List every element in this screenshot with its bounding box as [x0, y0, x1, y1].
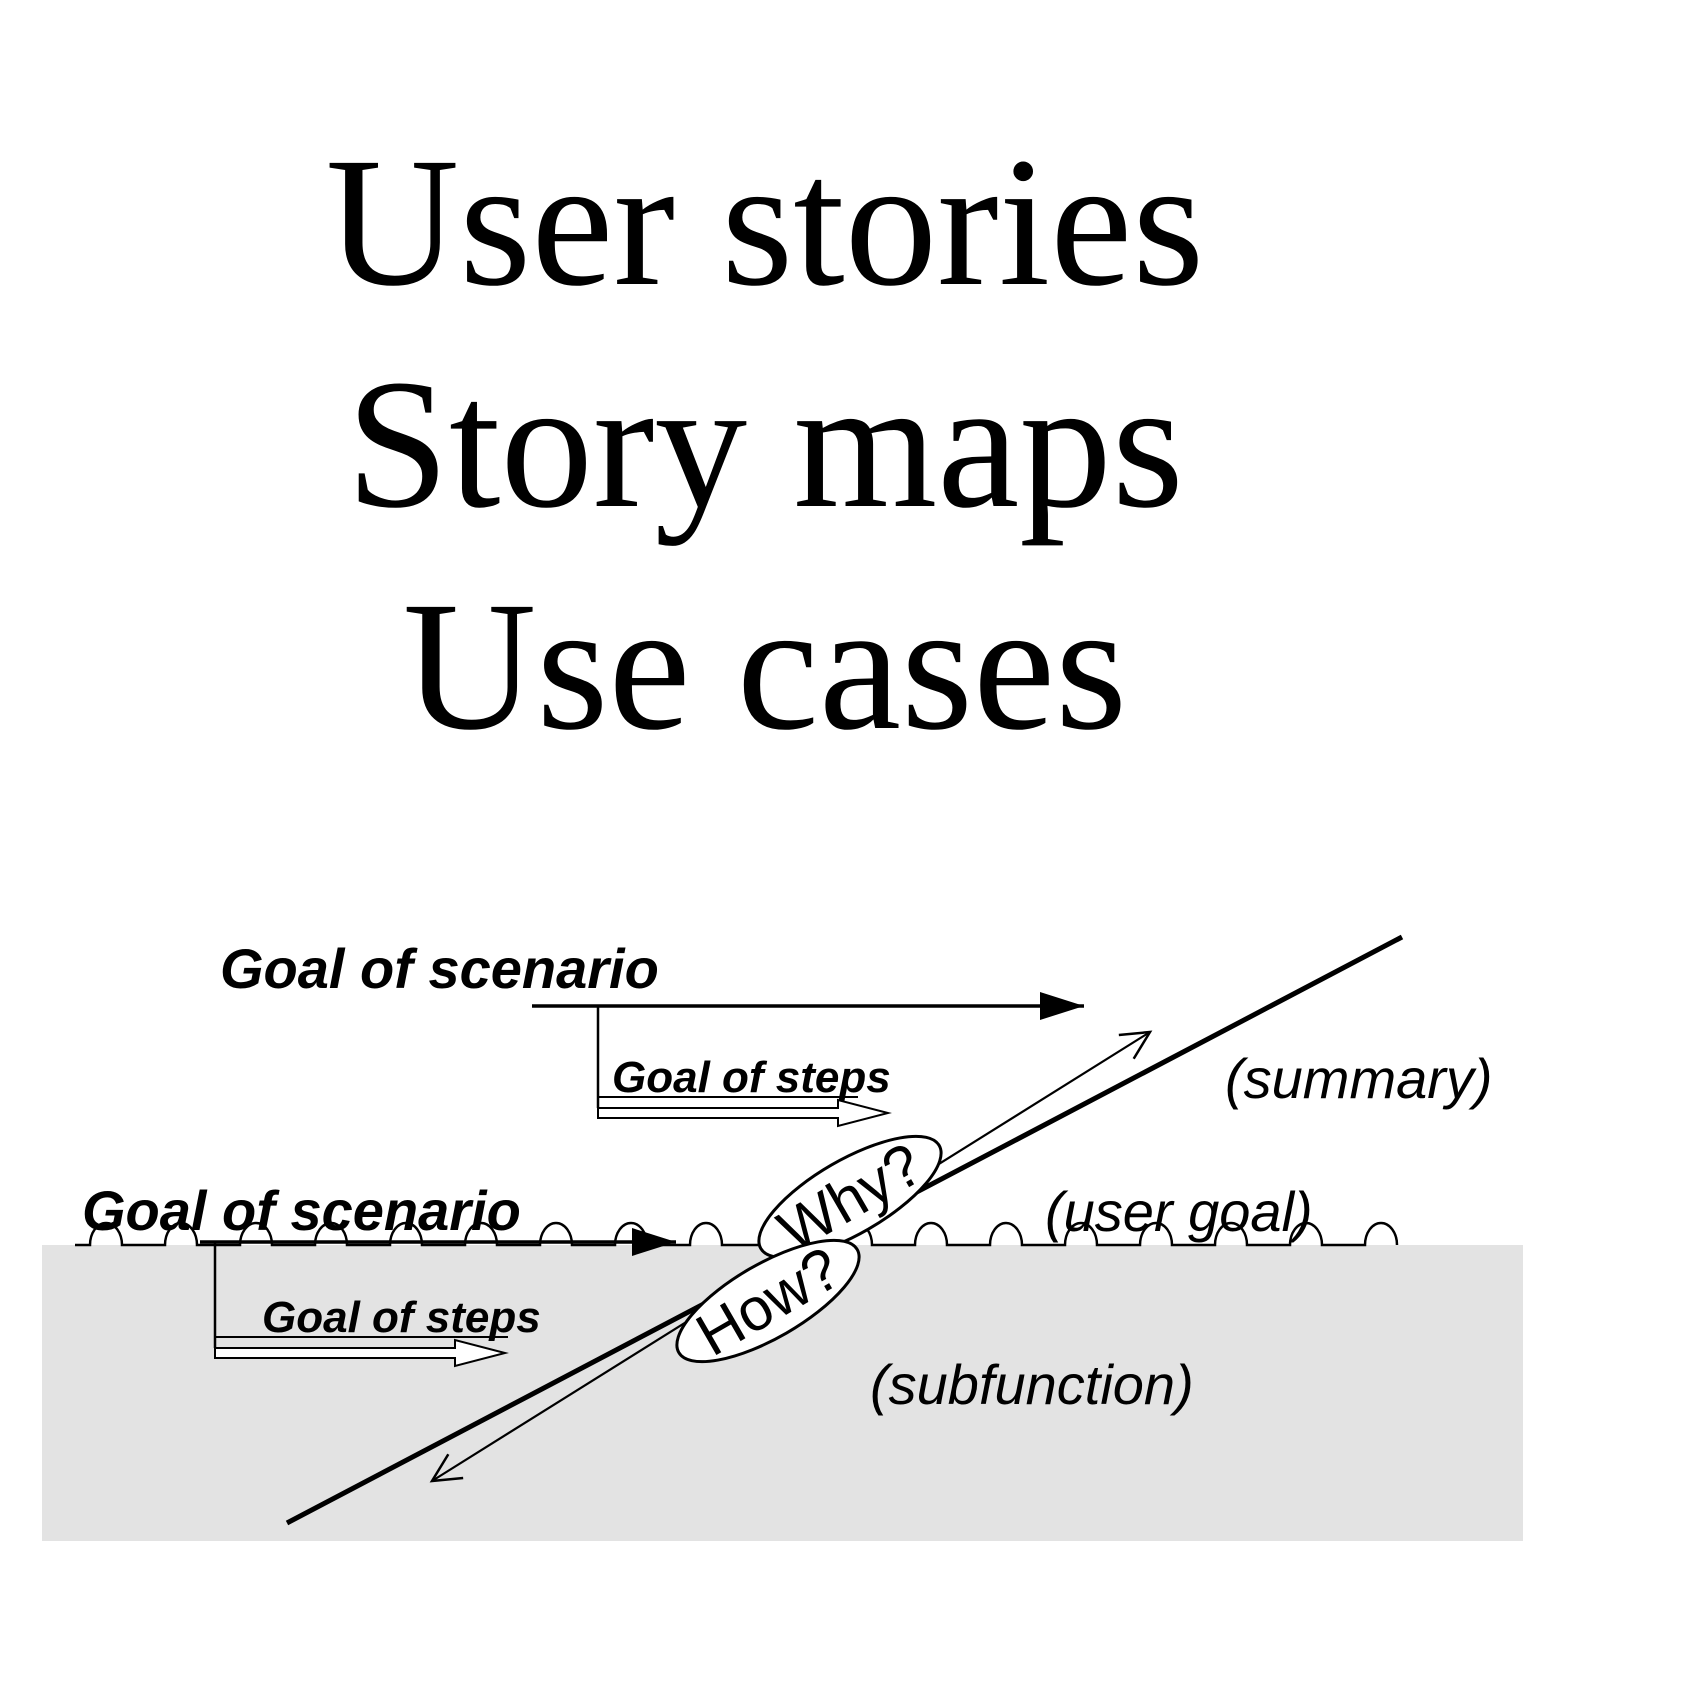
- lower-goal-of-scenario-label: Goal of scenario: [82, 1179, 521, 1242]
- upper-goal-of-scenario-label: Goal of scenario: [220, 937, 659, 1000]
- title-line-user-stories: User stories: [325, 120, 1205, 325]
- upper-steps-outline-arrow: [597, 1098, 892, 1128]
- user-goal-level-label: (user goal): [1045, 1180, 1313, 1243]
- slide-title: User stories Story maps Use cases: [0, 112, 1530, 778]
- title-line-use-cases: Use cases: [402, 564, 1128, 769]
- why-ellipse: [757, 1134, 943, 1260]
- summary-level-label: (summary): [1225, 1047, 1493, 1110]
- lower-goal-of-steps-label: Goal of steps: [262, 1293, 541, 1342]
- upper-goal-of-steps-label: Goal of steps: [612, 1053, 891, 1102]
- how-ellipse: [675, 1238, 861, 1364]
- title-line-story-maps: Story maps: [346, 342, 1184, 547]
- subfunction-level-label: (subfunction): [870, 1353, 1194, 1416]
